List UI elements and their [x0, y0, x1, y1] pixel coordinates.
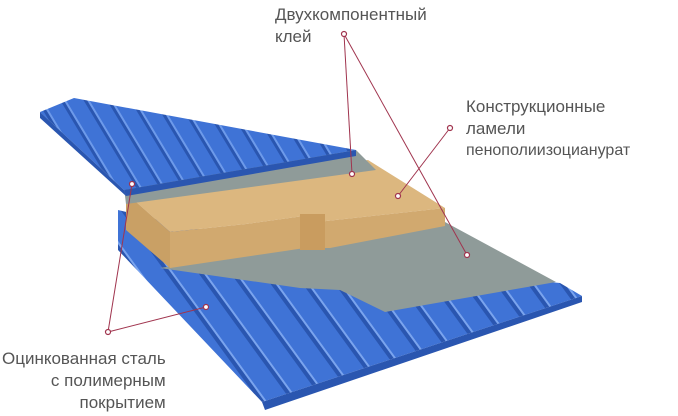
steel-target-dot-b — [202, 303, 210, 311]
steel-leader-a — [107, 183, 133, 333]
glue-label: Двухкомпонентный клей — [275, 4, 427, 48]
glue-leader-b — [343, 33, 468, 256]
bottom-steel-edge — [262, 296, 582, 410]
glue-origin-dot — [340, 30, 348, 38]
steel-leader-b — [107, 306, 207, 333]
lamella-origin-dot — [446, 124, 454, 132]
steel-label-line-2: с полимерным — [50, 371, 166, 390]
foam-step — [300, 214, 325, 250]
lamellae-label-line-3: пенополиизоцианурат — [466, 142, 631, 159]
glue-label-line-2: клей — [275, 27, 312, 46]
lamella-target-dot — [394, 192, 402, 200]
foam-top-face — [126, 160, 445, 232]
foam-side-face — [126, 193, 170, 268]
lamellae-label-line-1: Конструкционные — [466, 97, 606, 116]
steel-origin-dot — [104, 328, 112, 336]
lamellae-label: Конструкционные ламели пенополиизоцианур… — [466, 96, 630, 162]
glue-target-dot-a — [348, 170, 356, 178]
leader-lines — [107, 33, 468, 333]
leader-dots — [104, 30, 471, 336]
steel-label-line-3: покрытием — [79, 393, 166, 412]
top-steel-sheet — [40, 98, 356, 190]
lamellae-label-line-2: ламели — [466, 119, 526, 138]
steel-label-line-1: Оцинкованная сталь — [2, 349, 166, 368]
lamella-leader — [397, 127, 451, 197]
upper-glue-layer — [124, 150, 376, 204]
glue-label-line-1: Двухкомпонентный — [275, 5, 427, 24]
steel-label: Оцинкованная сталь с полимерным покрытие… — [2, 348, 166, 414]
top-steel-edge — [124, 150, 356, 196]
top-steel-side — [40, 112, 126, 196]
lower-glue-layer — [160, 222, 556, 312]
glue-target-dot-b — [463, 251, 471, 259]
steel-target-dot-a — [128, 180, 136, 188]
glue-leader-a — [343, 33, 353, 175]
